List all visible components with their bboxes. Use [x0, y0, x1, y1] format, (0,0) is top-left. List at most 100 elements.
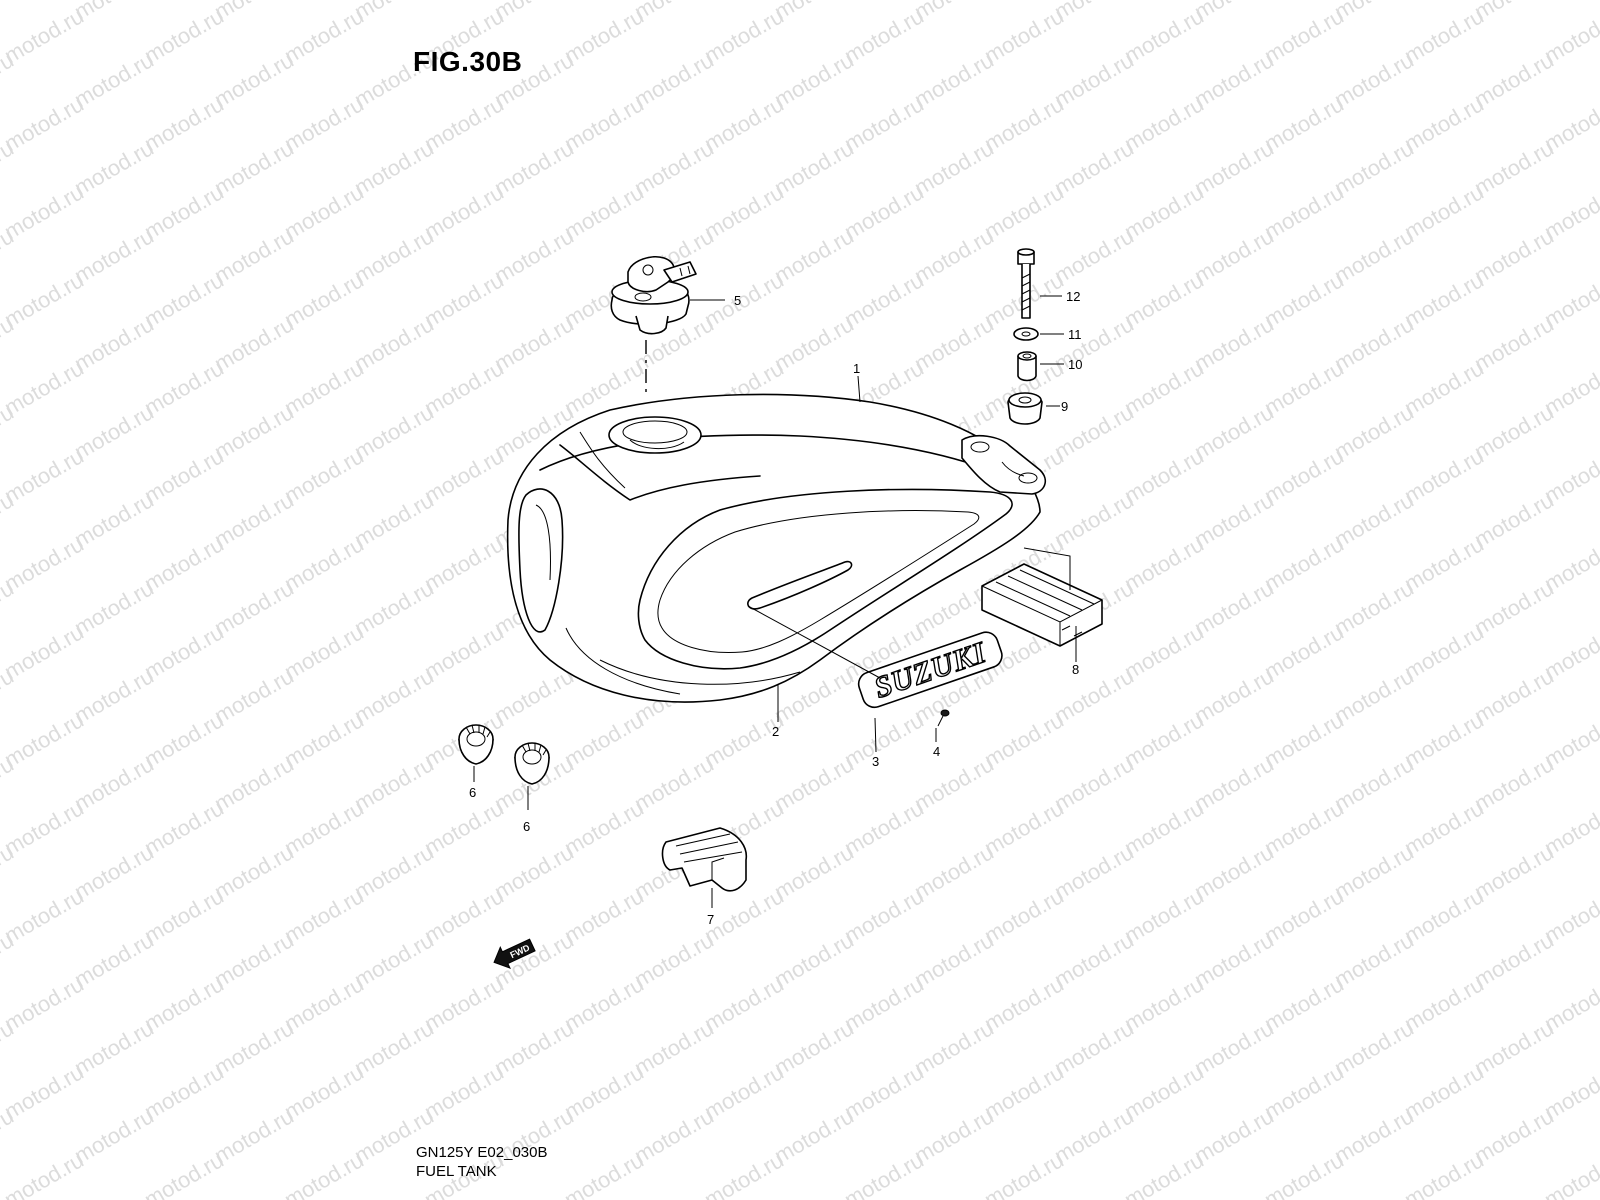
watermark-text: motod.ru [1330, 135, 1418, 200]
watermark-text: motod.ru [1120, 707, 1208, 772]
figure-caption: FUEL TANK [416, 1163, 497, 1180]
watermark-text: motod.ru [1050, 751, 1138, 816]
watermark-text: motod.ru [1470, 1015, 1558, 1080]
watermark-text: motod.ru [1260, 443, 1348, 508]
watermark-text: motod.ru [1190, 135, 1278, 200]
watermark-text: motod.ru [280, 1059, 368, 1124]
watermark-text: motod.ru [1120, 1147, 1208, 1200]
watermark-text: motod.ru [70, 663, 158, 728]
watermark-text: motod.ru [0, 795, 88, 860]
watermark-text: motod.ru [0, 619, 88, 684]
watermark-text: motod.ru [840, 267, 928, 332]
watermark-text: motod.ru [280, 267, 368, 332]
cushion-left [458, 724, 494, 765]
watermark-text: motod.ru [280, 355, 368, 420]
watermark-text: motod.ru [560, 1147, 648, 1200]
watermark-text: motod.ru [420, 267, 508, 332]
watermark-text: motod.ru [1190, 1015, 1278, 1080]
watermark-text: motod.ru [700, 3, 788, 68]
watermark-text: motod.ru [280, 531, 368, 596]
watermark-text: motod.ru [490, 839, 578, 904]
watermark-text: motod.ru [350, 135, 438, 200]
watermark-text: motod.ru [420, 443, 508, 508]
watermark-text: motod.ru [210, 839, 298, 904]
watermark-text: motod.ru [140, 883, 228, 948]
watermark-text: motod.ru [980, 971, 1068, 1036]
watermark-text: motod.ru [1260, 531, 1348, 596]
callout-6a: 6 [469, 785, 476, 800]
watermark-text: motod.ru [420, 1059, 508, 1124]
watermark-text: motod.ru [210, 927, 298, 992]
watermark-text: motod.ru [70, 135, 158, 200]
watermark-text: motod.ru [0, 707, 88, 772]
watermark-text: motod.ru [1400, 179, 1488, 244]
watermark-text: motod.ru [1190, 223, 1278, 288]
callout-5: 5 [734, 293, 741, 308]
watermark-text: motod.ru [630, 1015, 718, 1080]
watermark-text: motod.ru [1400, 267, 1488, 332]
watermark-text: motod.ru [840, 179, 928, 244]
watermark-text: motod.ru [1330, 399, 1418, 464]
callout-12: 12 [1066, 289, 1080, 304]
watermark-text: motod.ru [1190, 751, 1278, 816]
watermark-text: motod.ru [1330, 1015, 1418, 1080]
watermark-text: motod.ru [1190, 575, 1278, 640]
watermark-text: motod.ru [210, 487, 298, 552]
watermark-text: motod.ru [1120, 355, 1208, 420]
watermark-text: motod.ru [1050, 135, 1138, 200]
watermark-text: motod.ru [1400, 91, 1488, 156]
watermark-text: motod.ru [420, 971, 508, 1036]
watermark-text: motod.ru [560, 707, 648, 772]
watermark-text: motod.ru [140, 971, 228, 1036]
watermark-text: motod.ru [210, 1015, 298, 1080]
watermark-text: motod.ru [980, 179, 1068, 244]
watermark-text: motod.ru [560, 971, 648, 1036]
washer [1013, 327, 1039, 341]
watermark-text: motod.ru [1260, 267, 1348, 332]
watermark-text: motod.ru [980, 91, 1068, 156]
watermark-text: motod.ru [1470, 1103, 1558, 1168]
watermark-text: motod.ru [280, 707, 368, 772]
watermark-text: motod.ru [910, 1015, 998, 1080]
watermark-text: motod.ru [0, 355, 88, 420]
watermark-text: motod.ru [1190, 663, 1278, 728]
watermark-text: motod.ru [840, 883, 928, 948]
watermark-text: motod.ru [70, 487, 158, 552]
watermark-text: motod.ru [560, 883, 648, 948]
callout-4: 4 [933, 744, 940, 759]
watermark-text: motod.ru [1330, 487, 1418, 552]
watermark-text: motod.ru [0, 179, 88, 244]
watermark-text: motod.ru [1050, 839, 1138, 904]
watermark-text: motod.ru [0, 883, 88, 948]
watermark-text: motod.ru [140, 707, 228, 772]
watermark-text: motod.ru [0, 531, 88, 596]
watermark-text: motod.ru [1120, 531, 1208, 596]
watermark-text: motod.ru [770, 1103, 858, 1168]
watermark-text: motod.ru [0, 91, 88, 156]
watermark-text: motod.ru [910, 135, 998, 200]
watermark-text: motod.ru [840, 971, 928, 1036]
watermark-text: motod.ru [420, 355, 508, 420]
watermark-text: motod.ru [1260, 1059, 1348, 1124]
watermark-text: motod.ru [210, 223, 298, 288]
callout-9: 9 [1061, 399, 1068, 414]
front-cushion [661, 827, 748, 892]
watermark-text: motod.ru [1050, 311, 1138, 376]
watermark-text: motod.ru [280, 971, 368, 1036]
watermark-text: motod.ru [490, 311, 578, 376]
watermark-text: motod.ru [140, 267, 228, 332]
model-code: GN125Y E02_030B [416, 1144, 548, 1161]
watermark-text: motod.ru [1050, 927, 1138, 992]
watermark-text: motod.ru [770, 751, 858, 816]
watermark-text: motod.ru [1470, 47, 1558, 112]
watermark-text: motod.ru [1260, 91, 1348, 156]
watermark-text: motod.ru [280, 619, 368, 684]
watermark-text: motod.ru [630, 927, 718, 992]
callout-1: 1 [853, 361, 860, 376]
watermark-text: motod.ru [1120, 1059, 1208, 1124]
watermark-text: motod.ru [910, 839, 998, 904]
watermark-text: motod.ru [1470, 927, 1558, 992]
bolt [1017, 248, 1035, 319]
callout-3: 3 [872, 754, 879, 769]
watermark-text: motod.ru [70, 1015, 158, 1080]
